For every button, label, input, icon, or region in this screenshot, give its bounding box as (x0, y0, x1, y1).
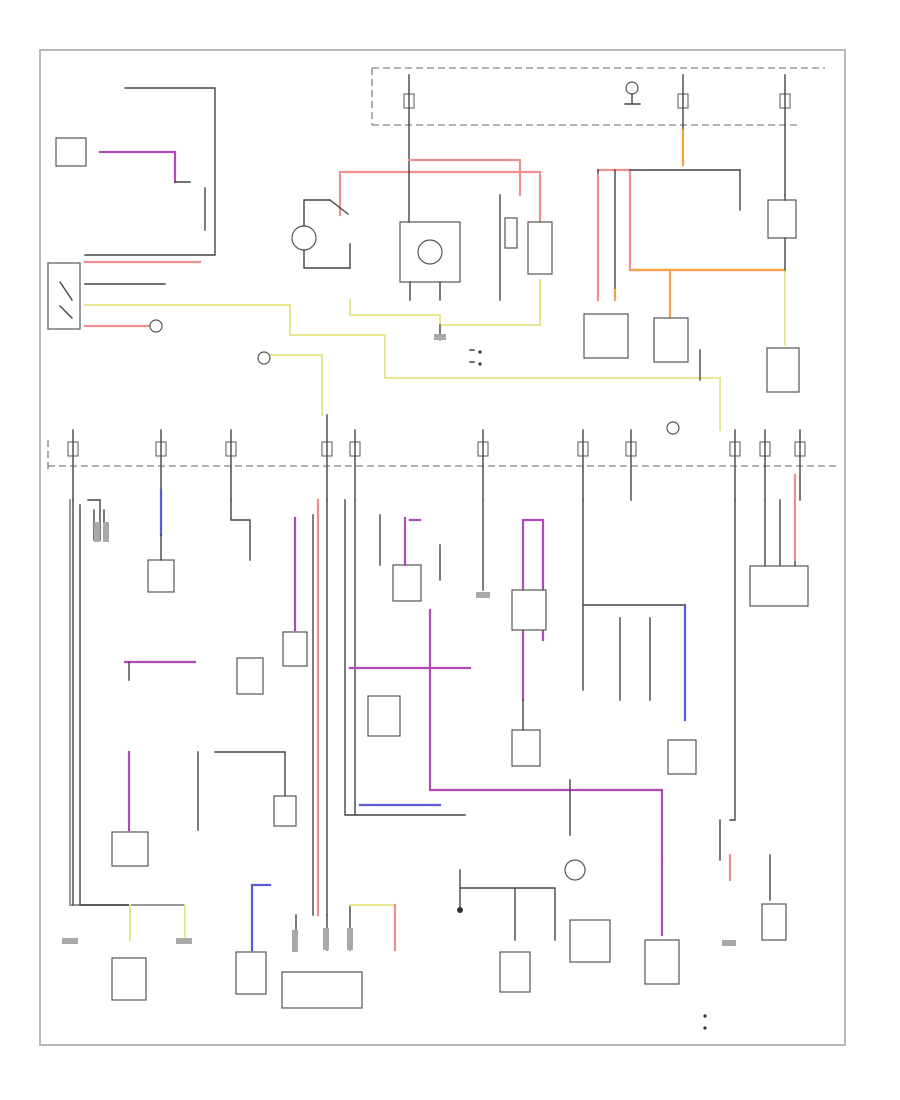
component-box (667, 739, 697, 775)
top-fuse-box-outline (371, 67, 825, 126)
component-box (111, 831, 149, 867)
switch-block (47, 262, 81, 330)
component-box (282, 631, 308, 667)
component-box (569, 919, 611, 963)
pump (583, 313, 629, 359)
connector (666, 421, 680, 435)
bus-fuses (67, 441, 806, 457)
component-box (392, 564, 422, 602)
component-box (644, 939, 680, 985)
connector (257, 351, 271, 365)
fuse-box-connector (625, 81, 639, 95)
component-box (761, 903, 787, 941)
top-section (47, 67, 825, 435)
diagram-frame (39, 49, 846, 1046)
lamp (564, 859, 586, 881)
connector (149, 319, 163, 333)
relay-coil (417, 239, 443, 265)
component-box (367, 695, 401, 737)
component-box (147, 559, 175, 593)
component-box (111, 957, 147, 1001)
pump (653, 317, 689, 363)
lower-section (62, 350, 809, 1030)
main-fuse-bus (47, 414, 840, 501)
component-box (511, 589, 547, 631)
ground-block (281, 971, 363, 1009)
component-box (527, 221, 553, 275)
component-box (236, 657, 264, 695)
ground (434, 334, 446, 340)
component-box (499, 951, 531, 993)
component-box (235, 951, 267, 995)
component-box (766, 347, 800, 393)
component-box (511, 729, 541, 767)
component-box (767, 199, 797, 239)
component-box (273, 795, 297, 827)
component-box (55, 137, 87, 167)
resistor (504, 217, 518, 249)
motor (291, 225, 317, 251)
component-box (749, 565, 809, 607)
connector-blocks (94, 522, 353, 952)
